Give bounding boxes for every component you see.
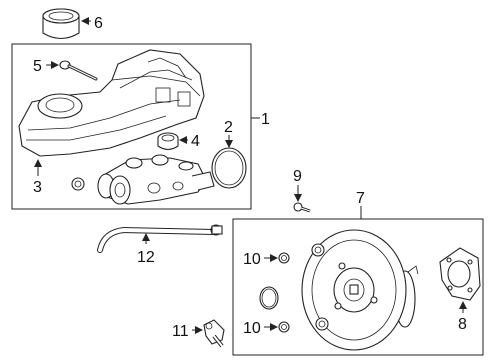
callout-4: 4 <box>191 133 200 150</box>
callout-5: 5 <box>33 58 42 75</box>
master-cylinder-assembly-box <box>11 43 252 210</box>
callout-12: 12 <box>137 249 155 266</box>
callout-10-upper: 10 <box>243 251 261 268</box>
callout-6: 6 <box>94 15 103 32</box>
callout-7: 7 <box>356 190 365 207</box>
reservoir-cap[interactable] <box>42 8 80 40</box>
reservoir-grommet[interactable] <box>157 132 179 151</box>
master-cylinder[interactable] <box>97 154 215 205</box>
callout-10-lower: 10 <box>243 320 261 337</box>
level-sensor[interactable] <box>59 60 98 81</box>
callout-2: 2 <box>224 119 233 136</box>
brake-fluid-reservoir[interactable] <box>18 49 205 157</box>
seal-ring[interactable] <box>211 147 247 189</box>
callout-9: 9 <box>293 168 302 185</box>
callout-3: 3 <box>33 179 42 196</box>
callout-1: 1 <box>261 111 270 128</box>
booster-gasket[interactable] <box>439 247 481 301</box>
callout-11: 11 <box>172 323 189 340</box>
brake-booster[interactable] <box>301 229 419 351</box>
booster-seal[interactable] <box>259 286 279 310</box>
washer-upper[interactable] <box>278 252 290 264</box>
brake-booster-assembly-box <box>232 218 484 356</box>
callout-8: 8 <box>458 316 467 333</box>
washer-lower[interactable] <box>278 321 290 333</box>
mounting-bolt[interactable] <box>293 202 311 213</box>
check-valve[interactable] <box>203 319 225 348</box>
vacuum-hose[interactable] <box>97 224 223 253</box>
small-seal[interactable] <box>71 177 85 191</box>
